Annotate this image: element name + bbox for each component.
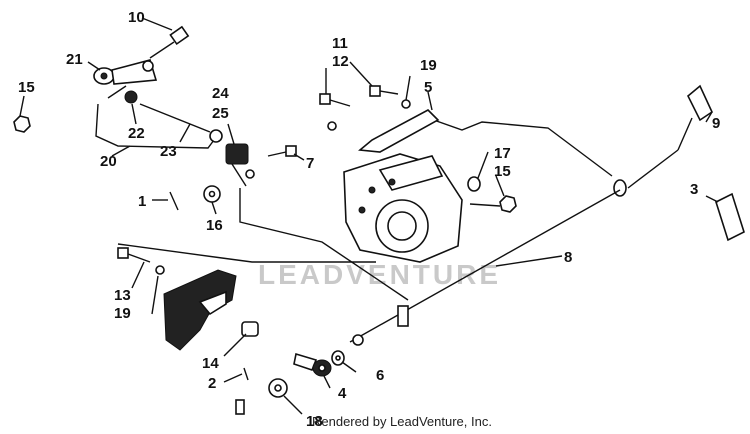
- leader-6: [341, 361, 357, 373]
- pin-1: [169, 191, 179, 211]
- bolt-7: [267, 145, 297, 157]
- callout-13: 13: [114, 287, 131, 304]
- callout-8: 8: [564, 249, 572, 266]
- leader-9: [705, 111, 713, 123]
- leader-16: [211, 201, 217, 215]
- leader-4: [323, 375, 331, 389]
- callout-6: 6: [376, 367, 384, 384]
- callout-22: 22: [128, 125, 145, 142]
- leader-21: [87, 61, 101, 71]
- washer-16: [203, 185, 221, 203]
- leader-19b: [151, 275, 159, 315]
- leader-10: [141, 17, 173, 31]
- pin-2: [243, 367, 249, 381]
- callout-20: 20: [100, 153, 117, 170]
- callout-15: 15: [18, 79, 35, 96]
- callout-14: 14: [202, 355, 219, 372]
- washer-6: [331, 350, 345, 366]
- leader-18: [283, 395, 303, 415]
- callout-18: 18: [306, 413, 323, 430]
- decal-3: [715, 192, 745, 242]
- callout-5: 5: [424, 79, 432, 96]
- nut-15-left: [13, 115, 31, 133]
- leader-14: [223, 333, 247, 357]
- shift-rod-8: [349, 189, 621, 343]
- callout-9: 9: [712, 115, 720, 132]
- leader-15b: [495, 175, 505, 197]
- bracket-line-20: [95, 103, 215, 149]
- leader-3: [705, 195, 719, 203]
- credit-text: Rendered by LeadVenture, Inc.: [312, 414, 492, 429]
- washer-17: [467, 176, 481, 192]
- callout-15b: 15: [494, 163, 511, 180]
- leader-5: [427, 91, 433, 111]
- rod-clip: [397, 305, 409, 327]
- bolt-13: [117, 247, 151, 263]
- threaded-rod-23: [124, 90, 223, 143]
- rod-washer: [352, 334, 364, 346]
- leader-23: [179, 123, 191, 143]
- callout-7: 7: [306, 155, 314, 172]
- washer-19-bottom: [155, 265, 165, 275]
- leader-2: [223, 373, 243, 383]
- callout-23: 23: [160, 143, 177, 160]
- leader-15a-line: [107, 85, 127, 99]
- callout-17: 17: [494, 145, 511, 162]
- washer-18: [268, 378, 288, 398]
- leader-15a: [19, 95, 25, 117]
- callout-3: 3: [690, 181, 698, 198]
- assembly-line-right: [427, 117, 613, 177]
- rod-end-4: [293, 352, 332, 377]
- leader-17: [477, 151, 489, 179]
- nut-small: [327, 121, 337, 131]
- assembly-line-lower: [117, 243, 376, 263]
- clamp-24: [225, 143, 255, 187]
- pin-lower: [235, 399, 245, 415]
- leader-22: [131, 103, 137, 125]
- bolt-11: [369, 85, 399, 97]
- rod-end-21: [93, 59, 158, 85]
- shift-boot: [613, 179, 627, 197]
- stud: [469, 203, 501, 207]
- leader-8: [495, 255, 563, 267]
- callout-1: 1: [138, 193, 146, 210]
- bracket-14: [163, 269, 237, 351]
- watermark: LEADVENTURE: [258, 259, 501, 290]
- callout-4: 4: [338, 385, 347, 402]
- leader-11: [349, 61, 373, 87]
- washer-19-top: [401, 99, 411, 109]
- bushing-14: [241, 321, 259, 337]
- shift-lever-9: [627, 84, 714, 189]
- callout-10: 10: [128, 9, 145, 26]
- nut-15-right: [499, 195, 517, 213]
- callout-11: 11: [332, 35, 348, 52]
- leader-19a: [405, 75, 411, 101]
- leader-7: [293, 153, 305, 161]
- leader-20: [111, 145, 131, 157]
- bolt-12: [319, 93, 351, 107]
- transmission-housing: [343, 153, 463, 263]
- callout-25: 25: [212, 105, 229, 122]
- callout-12: 12: [332, 53, 349, 70]
- callout-16: 16: [206, 217, 223, 234]
- callout-2: 2: [208, 375, 216, 392]
- callout-19: 19: [420, 57, 437, 74]
- leader-25: [227, 123, 235, 145]
- callout-21: 21: [66, 51, 83, 68]
- assembly-line-center: [239, 188, 409, 301]
- plate-5: [358, 109, 440, 153]
- bolt-10: [149, 25, 190, 59]
- leader-13: [131, 261, 145, 289]
- callout-24: 24: [212, 85, 229, 102]
- callout-19b: 19: [114, 305, 131, 322]
